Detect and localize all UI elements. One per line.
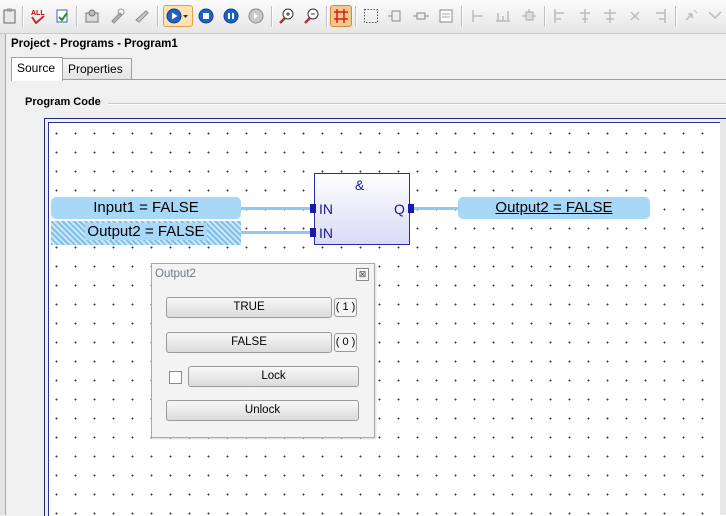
step-icon[interactable]	[246, 6, 266, 26]
toolbar-separator	[675, 6, 677, 27]
coil-icon[interactable]	[519, 6, 539, 26]
select-icon[interactable]	[361, 6, 381, 26]
comment-icon[interactable]	[436, 6, 456, 26]
popup-title: Output2	[155, 268, 196, 280]
input-variable-input1[interactable]: Input1 = FALSE	[51, 197, 241, 219]
variable-label: Output2 = FALSE	[495, 199, 613, 216]
element-icon[interactable]	[386, 6, 406, 26]
align-center-icon[interactable]	[575, 6, 595, 26]
tab-divider	[62, 79, 726, 80]
undo-icon[interactable]	[681, 6, 701, 26]
zoom-in-icon[interactable]	[277, 6, 297, 26]
vertical-scrollbar[interactable]	[720, 120, 726, 515]
toolbar-separator	[461, 6, 463, 27]
block-pin-label-in1: IN	[319, 201, 333, 217]
output-variable-output2[interactable]: Output2 = FALSE	[458, 197, 650, 219]
set-true-button[interactable]: TRUE	[166, 297, 332, 318]
breadcrumb: Project - Programs - Program1	[11, 38, 178, 50]
block-title: &	[355, 177, 365, 193]
toolbar-separator	[22, 6, 24, 27]
group-label: Program Code	[25, 96, 107, 108]
redo-icon[interactable]	[705, 6, 725, 26]
connect-icon[interactable]	[82, 6, 102, 26]
lock-button[interactable]: Lock	[188, 366, 359, 387]
block-icon[interactable]	[493, 6, 513, 26]
run-icon[interactable]	[163, 5, 193, 27]
zoom-out-icon[interactable]	[302, 6, 322, 26]
wire-input2	[241, 231, 314, 234]
block-pin-q[interactable]	[408, 204, 414, 213]
toolbar-separator	[157, 6, 159, 27]
close-icon[interactable]: ⊠	[356, 268, 369, 281]
block-pin-in1[interactable]	[310, 204, 316, 213]
set-false-button[interactable]: FALSE	[166, 332, 332, 353]
wire-output	[414, 207, 460, 210]
lock-checkbox[interactable]	[169, 371, 182, 384]
tool-icon[interactable]	[107, 6, 127, 26]
pause-icon[interactable]	[221, 6, 241, 26]
stop-icon[interactable]	[196, 6, 216, 26]
unlock-button[interactable]: Unlock	[166, 400, 359, 421]
align-right-icon[interactable]	[625, 6, 645, 26]
variable-label: Input1 = FALSE	[93, 199, 199, 216]
group-divider	[108, 103, 726, 105]
block-pin-in2[interactable]	[310, 228, 316, 237]
input-variable-output2[interactable]: Output2 = FALSE	[51, 221, 241, 245]
editor-frame	[44, 118, 726, 516]
align-left-icon[interactable]	[550, 6, 570, 26]
toolbar-separator	[544, 6, 546, 27]
align-center-icon-2[interactable]	[600, 6, 620, 26]
clipboard-icon[interactable]	[0, 6, 20, 26]
line-icon[interactable]	[467, 6, 487, 26]
tab-source[interactable]: Source	[11, 57, 63, 81]
toolbar-separator	[76, 6, 78, 27]
false-count: ( 0 )	[334, 333, 357, 352]
and-function-block[interactable]: & IN IN Q	[314, 173, 410, 245]
toolbar-separator	[271, 6, 273, 27]
contact-icon[interactable]	[411, 6, 431, 26]
toolbar: ALL	[0, 0, 726, 34]
align-right-edge-icon[interactable]	[650, 6, 670, 26]
compile-all-icon[interactable]: ALL	[28, 6, 48, 26]
tab-properties[interactable]: Properties	[62, 58, 132, 80]
download-icon[interactable]	[132, 6, 152, 26]
true-count: ( 1 )	[334, 298, 357, 317]
left-panel-edge[interactable]	[0, 34, 6, 515]
force-value-popup: Output2 ⊠ TRUE ( 1 ) FALSE ( 0 ) Lock Un…	[151, 263, 375, 438]
compile-icon[interactable]	[52, 6, 72, 26]
variable-label: Output2 = FALSE	[85, 223, 207, 240]
grid-icon[interactable]	[330, 5, 352, 27]
toolbar-separator	[326, 6, 328, 27]
wire-input1	[241, 207, 314, 210]
block-pin-label-in2: IN	[319, 225, 333, 241]
block-pin-label-q: Q	[394, 201, 405, 217]
svg-text:ALL: ALL	[31, 10, 45, 17]
toolbar-separator	[355, 6, 357, 27]
